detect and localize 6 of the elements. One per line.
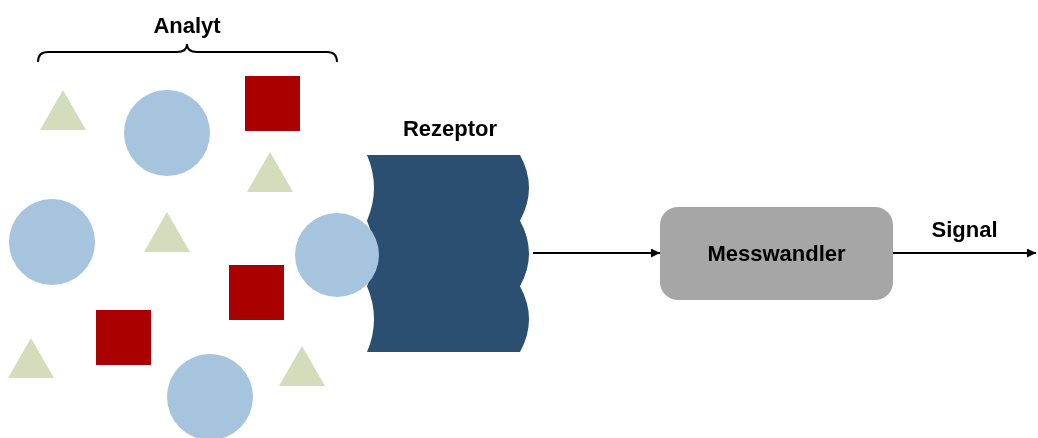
- arrow: [532, 248, 661, 258]
- process-box: [660, 207, 893, 300]
- arrow: [892, 248, 1037, 258]
- group-label: Analyt: [153, 13, 221, 39]
- node-label: Messwandler: [707, 240, 846, 267]
- node-heading: Rezeptor: [402, 116, 498, 142]
